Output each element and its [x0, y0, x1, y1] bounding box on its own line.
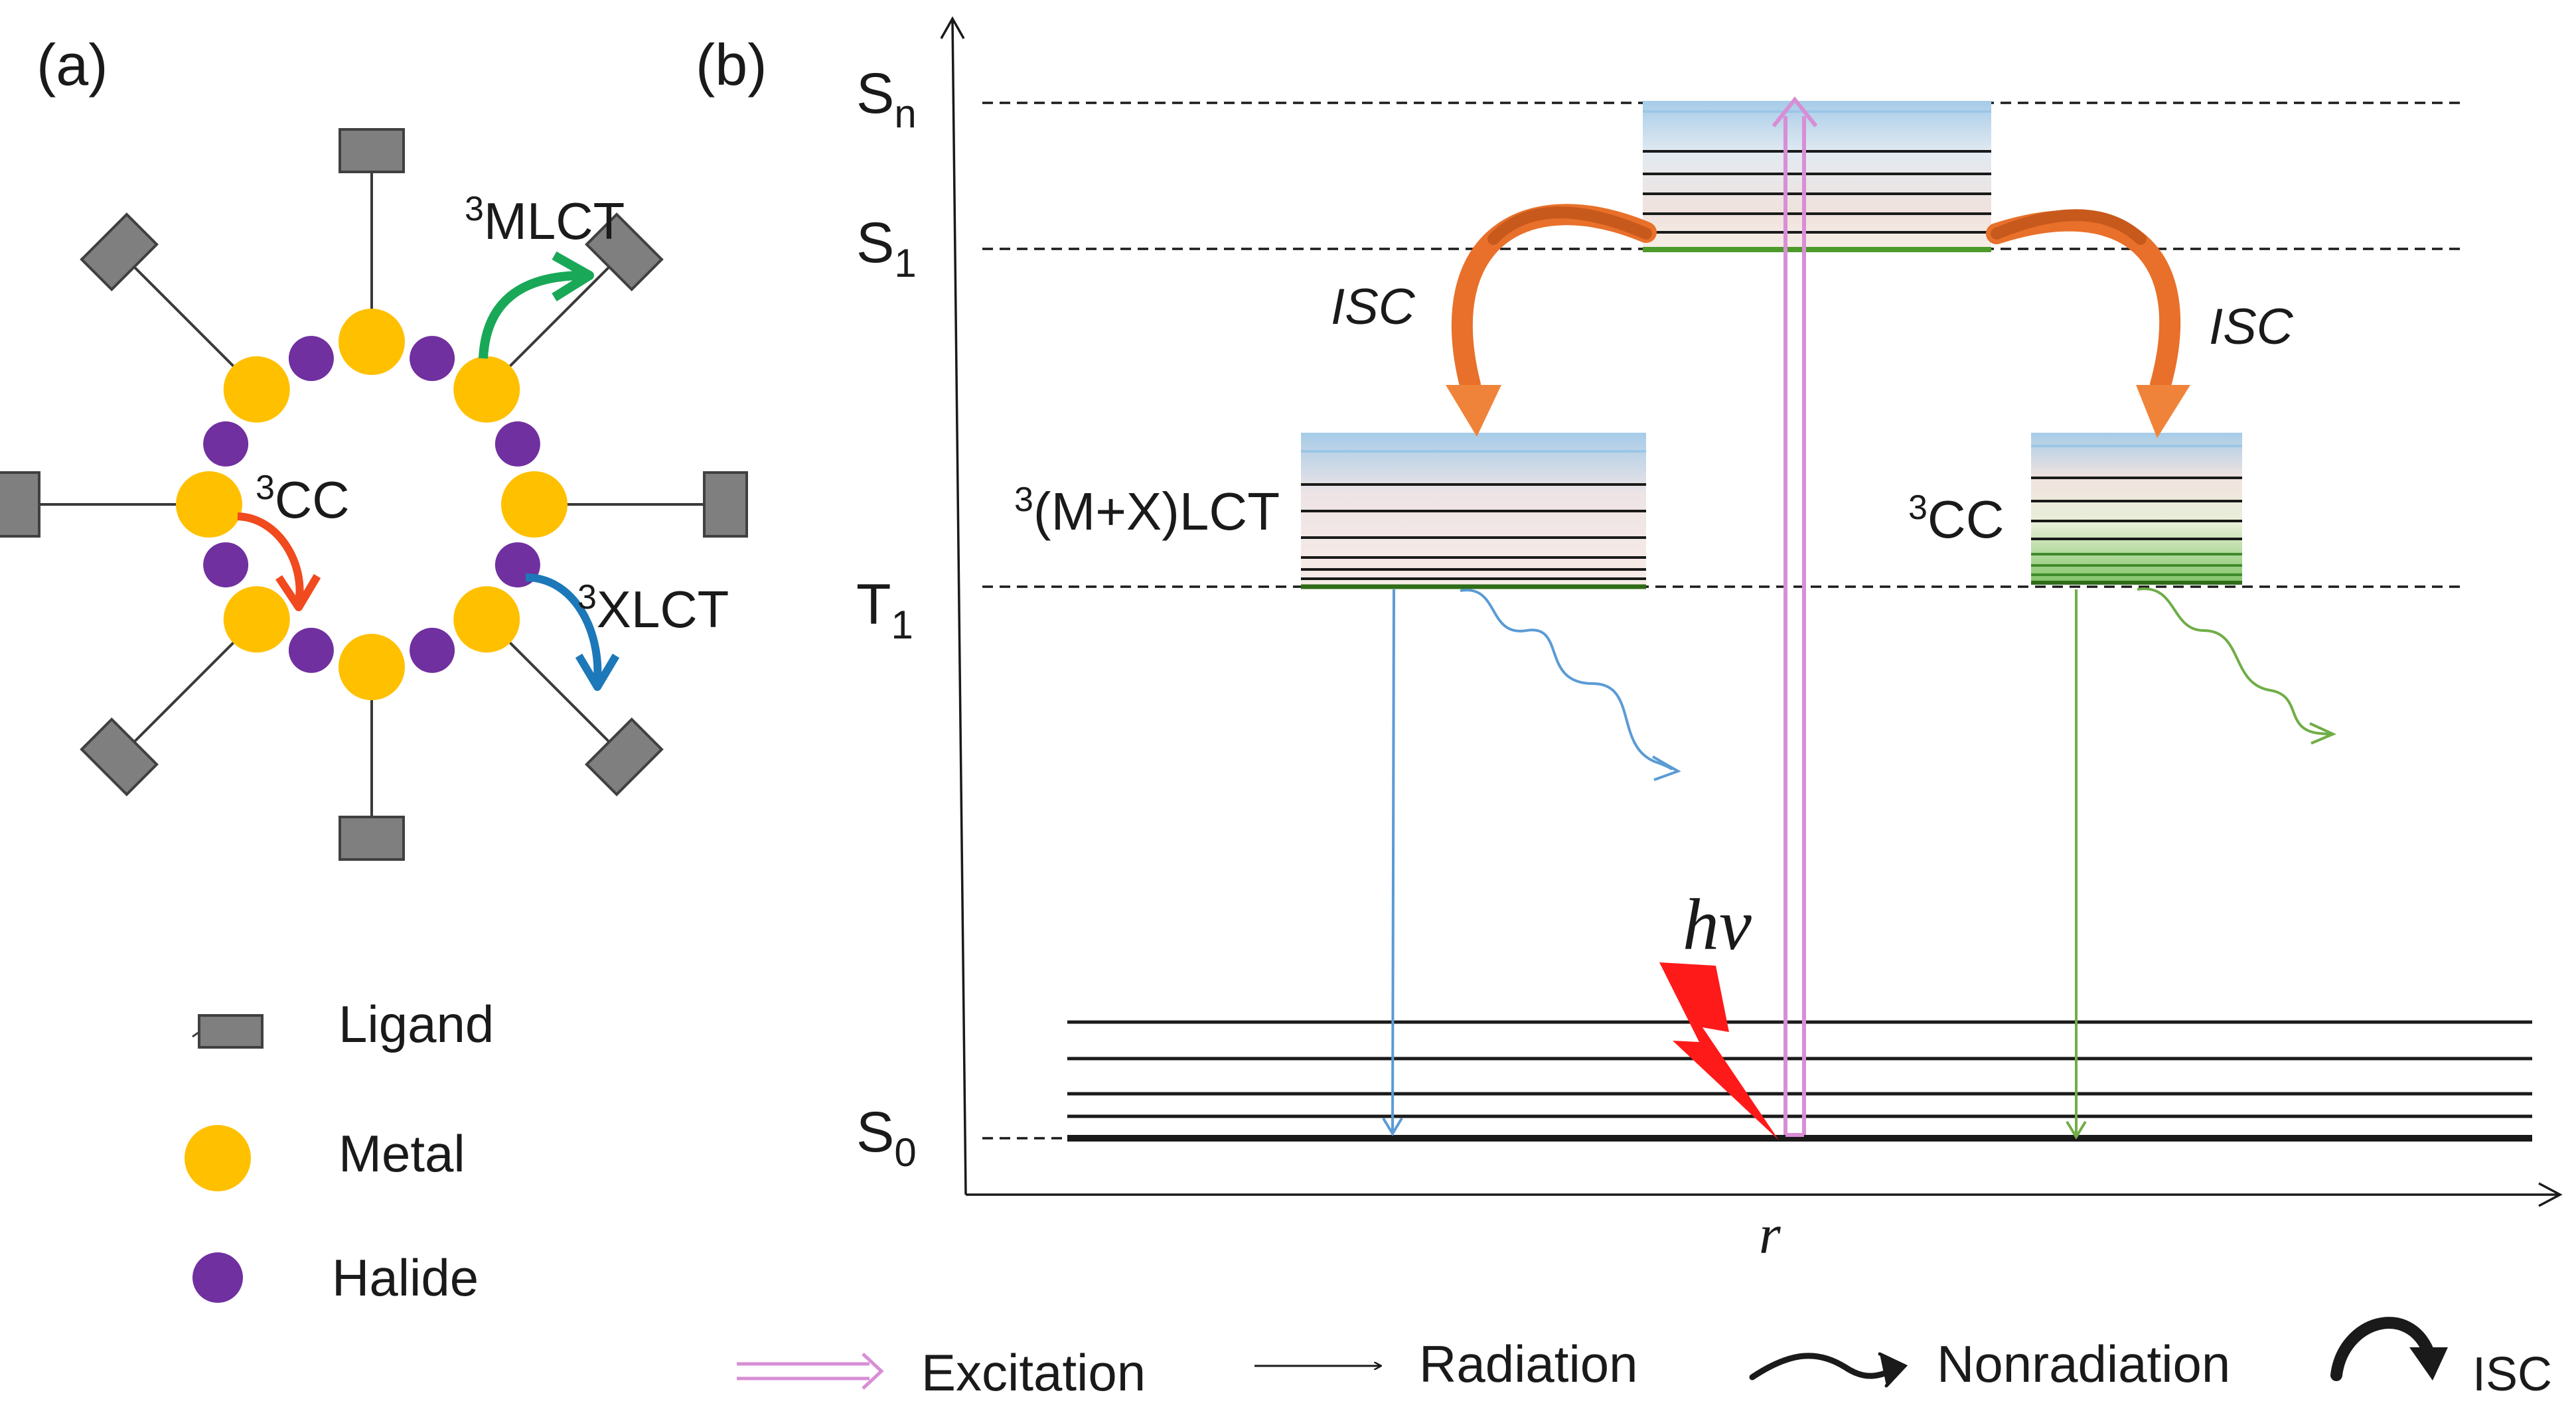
halide-1: [494, 421, 540, 467]
level-label-sn: Sn: [856, 62, 917, 136]
isc-label-left: ISC: [1331, 279, 1416, 335]
radiation-arrow-right: [2066, 589, 2087, 1140]
halide-5: [203, 542, 249, 588]
photon-lightning-icon: [1659, 962, 1779, 1140]
cluster-ring: [0, 128, 748, 861]
legend-isc-icon: [2330, 1317, 2448, 1381]
ligand-0: [339, 128, 405, 173]
cc-label-a: 3CC: [256, 469, 350, 529]
ligand-4: [339, 816, 405, 861]
legend-ligand-label: Ligand: [339, 995, 494, 1053]
legend-excitation-icon: [737, 1353, 884, 1390]
nonradiation-arrow-left: [1460, 589, 1681, 781]
metal-2: [501, 471, 568, 538]
mxlct-state-box: [1301, 433, 1646, 589]
singlet-manifold-box: [1643, 101, 1991, 252]
bottom-legend: Excitation Radiation Nonradiation ISC: [737, 1317, 2552, 1402]
halide-0: [410, 336, 455, 382]
energy-axis: [940, 16, 967, 1195]
cc-state-label: 3CC: [1908, 488, 2004, 549]
metal-3: [453, 586, 520, 653]
metal-7: [223, 356, 290, 423]
mlct-label-sup: 3: [465, 190, 484, 228]
legend-nonradiation-label: Nonradiation: [1937, 1335, 2230, 1393]
isc-arrow-left: [1446, 204, 1657, 437]
legend-halide-label: Halide: [332, 1248, 479, 1307]
ligand-5: [80, 717, 159, 796]
level-label-s1: S1: [856, 211, 917, 285]
r-axis: [966, 1182, 2563, 1207]
ligand-3: [585, 717, 664, 796]
mlct-label: 3MLCT: [465, 190, 625, 250]
xlct-label-sup: 3: [577, 578, 597, 617]
panel-b-label: (b): [696, 32, 767, 98]
legend-halide-icon: [192, 1252, 243, 1303]
panel-a-label: (a): [37, 32, 108, 98]
legend-excitation-label: Excitation: [921, 1343, 1146, 1402]
cc-label-a-main: CC: [275, 471, 350, 529]
metal-0: [339, 309, 405, 375]
level-label-s0: S0: [856, 1100, 917, 1175]
panel-a: (a) 3MLCT 3CC 3XLCT Ligand Me: [0, 32, 748, 1307]
ligand-2: [703, 471, 748, 538]
metal-6: [176, 471, 242, 538]
panel-b: (b) r Sn S1 T1 S0: [696, 16, 2563, 1266]
level-label-t1: T1: [856, 573, 913, 647]
radiation-arrow-left: [1382, 589, 1403, 1136]
cc-transition-arrow: [237, 512, 321, 611]
mlct-transition-arrow: [479, 251, 594, 359]
metal-1: [453, 356, 520, 423]
ligand-7: [80, 212, 159, 291]
legend-ligand-icon: [192, 1014, 264, 1049]
panel-a-legend: Ligand Metal Halide: [185, 995, 494, 1307]
excitation-arrow: [1772, 96, 1818, 1137]
legend-radiation-label: Radiation: [1419, 1335, 1638, 1393]
isc-arrow-right: [1986, 209, 2190, 438]
level-dashed-lines: [982, 102, 2462, 1140]
ligand-1: [585, 212, 664, 291]
halide-4: [288, 627, 334, 673]
metal-4: [339, 634, 405, 700]
nonradiation-arrow-right: [2137, 587, 2336, 745]
legend-isc-label: ISC: [2472, 1348, 2552, 1401]
ground-state-lines: [1067, 1020, 2532, 1142]
xlct-label-main: XLCT: [597, 580, 729, 638]
halide-7: [288, 336, 334, 382]
metal-5: [223, 586, 290, 653]
halide-6: [203, 421, 249, 467]
cc-state-box: [2031, 433, 2242, 585]
xlct-transition-arrow: [525, 573, 620, 691]
r-axis-label: r: [1759, 1204, 1781, 1266]
legend-metal-icon: [185, 1125, 251, 1191]
cc-label-a-sup: 3: [256, 469, 275, 507]
legend-nonradiation-icon: [1749, 1352, 1908, 1388]
ligand-6: [0, 471, 40, 538]
xlct-label: 3XLCT: [577, 578, 729, 638]
isc-label-right: ISC: [2209, 299, 2294, 355]
halide-3: [410, 627, 455, 673]
mxlct-state-label: 3(M+X)LCT: [1014, 481, 1280, 541]
legend-metal-label: Metal: [339, 1124, 465, 1183]
photon-label: hν: [1683, 884, 1752, 965]
mlct-label-main: MLCT: [484, 192, 625, 250]
